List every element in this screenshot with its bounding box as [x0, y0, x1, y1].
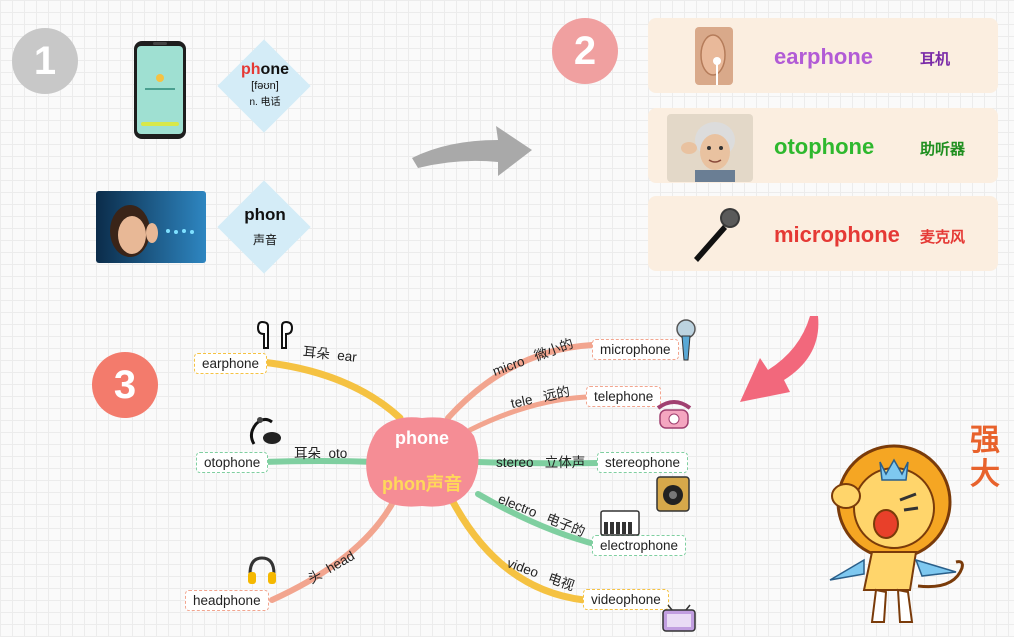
stereophone-label-cn: 立体声	[544, 455, 586, 470]
phone-ipa: [fəʊn]	[251, 80, 279, 92]
ear-photo	[695, 27, 733, 85]
stereophone-label-en: stereo	[496, 455, 534, 470]
listening-woman-photo	[96, 191, 206, 263]
microphone-root: phone	[833, 222, 900, 247]
otophone-word: otophone	[774, 134, 874, 160]
telephone-label-en: tele	[509, 391, 534, 412]
earbuds-icon	[256, 318, 296, 355]
otophone-root: phone	[808, 134, 875, 159]
otophone-cn: 助听器	[920, 141, 966, 158]
branch-otophone	[259, 458, 381, 465]
microphone-photo	[686, 206, 744, 264]
phone-word-root: ph	[241, 61, 261, 78]
branch-headphone	[269, 501, 395, 603]
earphone-card: earphone 耳机	[648, 18, 998, 93]
otophone-label-en: oto	[328, 446, 348, 461]
microphone-icon	[670, 318, 704, 369]
branch-stereophone	[475, 459, 601, 467]
lion-mascot	[824, 440, 974, 635]
phon-meaning: 声音	[252, 233, 277, 247]
pink-arrow-icon	[730, 310, 830, 415]
microphone-word: microphone	[774, 222, 900, 248]
phone-word-rest: one	[260, 61, 289, 78]
videophone-box: videophone	[583, 589, 669, 610]
otophone-prefix: oto	[774, 134, 809, 159]
earphone-word: earphone	[774, 44, 873, 70]
microphone-box: microphone	[592, 339, 679, 360]
phone-device-image	[133, 40, 187, 140]
telephone-box: telephone	[586, 386, 662, 407]
stereophone-branch-label: stereo 立体声	[496, 451, 585, 471]
section-number-2: 2	[552, 18, 618, 84]
earphone-label-en: ear	[336, 347, 358, 365]
otophone-box: otophone	[196, 452, 269, 473]
otophone-card: otophone 助听器	[648, 108, 998, 183]
phon-word: phon	[244, 205, 286, 224]
elderly-woman-photo	[667, 114, 753, 182]
center-blob	[362, 412, 482, 512]
otophone-branch-label: 耳朵 oto	[294, 442, 347, 462]
branch-videophone	[448, 496, 588, 604]
otophone-label-cn: 耳朵	[294, 446, 321, 461]
speaker-icon	[656, 476, 690, 517]
center-bottom-text: phon声音	[382, 474, 462, 494]
headphone-box: headphone	[185, 590, 269, 611]
microphone-prefix: micro	[774, 222, 834, 247]
stereophone-box: stereophone	[597, 452, 689, 473]
phone-meaning: n. 电话	[249, 97, 281, 108]
branch-electrophone	[475, 491, 601, 548]
mascot-caption: 强大	[970, 424, 1000, 491]
microphone-cn: 麦克风	[920, 229, 966, 246]
phone-card-text: phone [fəʊn] n. 电话	[227, 61, 303, 108]
earphone-prefix: ear	[774, 44, 808, 69]
phon-card-text: phon 声音	[227, 205, 303, 248]
branch-telephone	[467, 394, 589, 433]
branch-earphone	[258, 358, 404, 422]
telephone-icon	[656, 398, 692, 435]
earphone-cn: 耳机	[920, 51, 951, 68]
section-number-1: 1	[12, 28, 78, 94]
headphones-icon	[246, 554, 278, 591]
earphone-box: earphone	[194, 353, 268, 374]
earphone-label-cn: 耳朵	[302, 344, 331, 362]
hearing-aid-icon	[246, 414, 286, 453]
tv-icon	[662, 604, 696, 637]
center-top-text: phone	[395, 428, 449, 448]
gray-arrow-icon	[408, 118, 538, 189]
microphone-card: microphone 麦克风	[648, 196, 998, 271]
section-number-3: 3	[92, 352, 158, 418]
electrophone-box: electrophone	[592, 535, 687, 556]
keyboard-icon	[600, 510, 640, 541]
branch-microphone	[445, 342, 595, 421]
earphone-root: phone	[807, 44, 874, 69]
